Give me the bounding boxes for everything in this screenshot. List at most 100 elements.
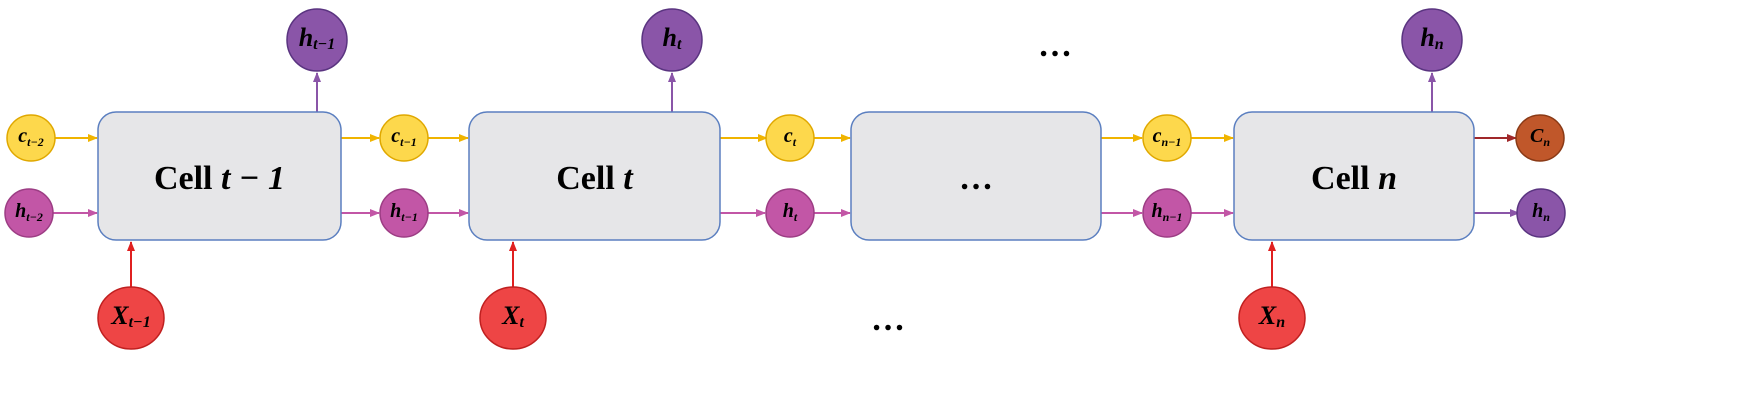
output-circle <box>641 8 703 72</box>
cell-state-label-subscript: n−1 <box>1161 135 1181 149</box>
ellipsis-top: … <box>1038 27 1072 64</box>
output-label-subscript: t <box>677 36 682 53</box>
input-circle <box>479 286 547 350</box>
hidden-state-circle <box>379 188 429 238</box>
cell-state-label-base: c <box>1153 125 1162 147</box>
cell-state-label-base: c <box>391 125 400 147</box>
hidden-state-label-base: h <box>390 200 401 222</box>
cell-4: Cell n <box>1233 111 1475 241</box>
hidden-state-label-base: h <box>15 200 26 222</box>
cell-label-word: Cell <box>1311 160 1378 197</box>
output-label-subscript: t−1 <box>313 36 335 53</box>
cell-label-math: t <box>623 160 634 197</box>
input-label: Xt <box>501 301 524 331</box>
hidden-state-label-base: h <box>783 200 794 222</box>
cell-state-node: Cn <box>1515 114 1565 162</box>
cell-state-label: ct <box>784 125 797 149</box>
cell-state-node: cn−1 <box>1142 114 1192 162</box>
input-label-base: X <box>110 301 129 330</box>
output-label-base: h <box>299 23 313 52</box>
cell-label-word: Cell <box>154 160 221 197</box>
input-label-base: X <box>1258 301 1277 330</box>
input-node: Xn <box>1238 286 1306 350</box>
hidden-state-circle <box>1516 188 1566 238</box>
cell-label-math: n <box>1378 160 1397 197</box>
hidden-state-node: ht <box>765 188 815 238</box>
input-circle <box>97 286 165 350</box>
cell-state-node: ct−1 <box>379 114 429 162</box>
hidden-state-label-subscript: n−1 <box>1163 210 1183 224</box>
cell-state-label-subscript: t−2 <box>27 135 44 149</box>
cell-state-label: ct−2 <box>18 125 44 149</box>
cell-label-math: t − 1 <box>221 160 285 197</box>
hidden-state-node: ht−2 <box>4 188 54 238</box>
cell-state-circle <box>765 114 815 162</box>
output-node: hn <box>1401 8 1463 72</box>
input-circle <box>1238 286 1306 350</box>
cell-state-node: ct <box>765 114 815 162</box>
cell-label: … <box>959 160 993 197</box>
hidden-state-label-subscript: n <box>1543 210 1550 224</box>
hidden-state-circle <box>765 188 815 238</box>
cell-label: Cell t − 1 <box>154 160 285 197</box>
hidden-state-label: ht <box>783 200 798 224</box>
cell-state-label-base: C <box>1530 125 1544 147</box>
hidden-state-node: hn−1 <box>1142 188 1192 238</box>
cell-2: Cell t <box>468 111 721 241</box>
cell-label-math: … <box>959 160 993 197</box>
cell-state-node: ct−2 <box>6 114 56 162</box>
output-label: ht <box>663 23 682 53</box>
output-circle <box>1401 8 1463 72</box>
cell-state-circle <box>1515 114 1565 162</box>
hidden-state-node: hn <box>1516 188 1566 238</box>
cell-box <box>850 111 1102 241</box>
hidden-state-node: ht−1 <box>379 188 429 238</box>
hidden-state-label-base: h <box>1532 200 1543 222</box>
cell-label: Cell t <box>556 160 634 197</box>
input-label-subscript: n <box>1276 314 1285 331</box>
cell-state-label: ct−1 <box>391 125 417 149</box>
cell-state-circle <box>379 114 429 162</box>
output-label: hn <box>1420 23 1443 53</box>
hidden-state-label: hn−1 <box>1151 200 1182 224</box>
cell-state-label-subscript: t <box>793 135 797 149</box>
output-label-subscript: n <box>1435 36 1444 53</box>
cell-1: Cell t − 1 <box>97 111 342 241</box>
cell-state-circle <box>6 114 56 162</box>
output-circle <box>286 8 348 72</box>
input-label: Xn <box>1258 301 1285 331</box>
cell-box <box>468 111 721 241</box>
input-label-subscript: t−1 <box>129 314 151 331</box>
cell-state-label: Cn <box>1530 125 1550 149</box>
hidden-state-label: ht−1 <box>390 200 418 224</box>
input-label-subscript: t <box>519 314 524 331</box>
arrows-layer <box>53 72 1520 288</box>
hidden-state-label: ht−2 <box>15 200 43 224</box>
hidden-state-label: hn <box>1532 200 1550 224</box>
input-label-base: X <box>501 301 520 330</box>
output-label: ht−1 <box>299 23 336 53</box>
hidden-state-label-subscript: t <box>794 210 798 224</box>
input-node: Xt−1 <box>97 286 165 350</box>
cell-state-label-base: c <box>784 125 793 147</box>
cell-state-label-subscript: t−1 <box>400 135 417 149</box>
cell-state-label-base: c <box>18 125 27 147</box>
cell-box <box>97 111 342 241</box>
cell-label-word: Cell <box>556 160 623 197</box>
output-node: ht−1 <box>286 8 348 72</box>
cell-state-label: cn−1 <box>1153 125 1182 149</box>
hidden-state-label-subscript: t−2 <box>26 210 43 224</box>
ellipsis-bottom: … <box>871 301 905 338</box>
output-label-base: h <box>663 23 677 52</box>
cell-3: … <box>850 111 1102 241</box>
input-label: Xt−1 <box>110 301 150 331</box>
hidden-state-circle <box>1142 188 1192 238</box>
cell-box <box>1233 111 1475 241</box>
output-node: ht <box>641 8 703 72</box>
cell-state-circle <box>1142 114 1192 162</box>
hidden-state-circle <box>4 188 54 238</box>
output-label-base: h <box>1420 23 1434 52</box>
cell-label: Cell n <box>1311 160 1397 197</box>
